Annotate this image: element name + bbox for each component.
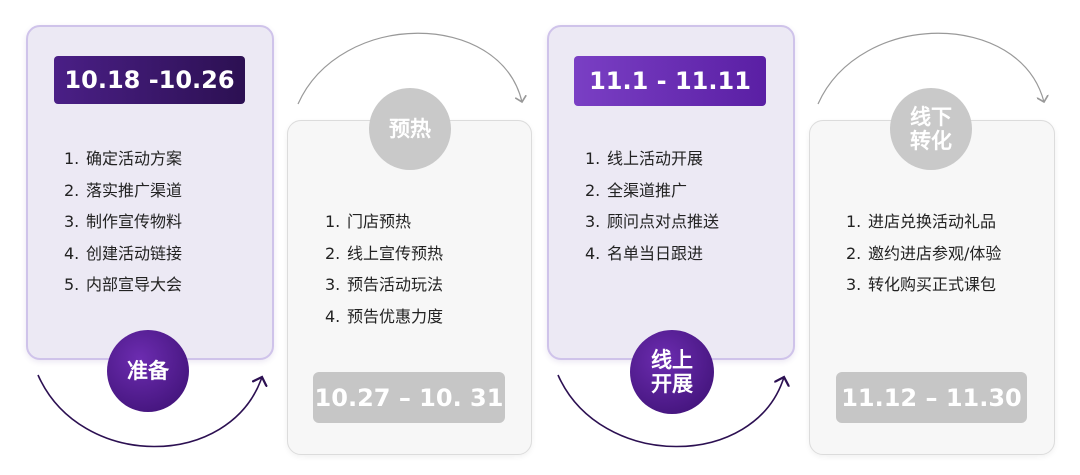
arc-top-2 bbox=[297, 32, 522, 105]
stage-list-warmup: 1.门店预热 2.线上宣传预热 3.预告活动玩法 4.预告优惠力度 bbox=[325, 206, 443, 332]
list-item: 1.确定活动方案 bbox=[64, 149, 183, 168]
list-item: 2.落实推广渠道 bbox=[64, 180, 183, 200]
stage-circle-online: 线上 开展 bbox=[630, 330, 714, 414]
list-item: 1.门店预热 bbox=[325, 212, 412, 231]
stage-circle-prep: 准备 bbox=[107, 330, 189, 412]
list-item: 3.预告活动玩法 bbox=[325, 275, 444, 294]
list-item: 4.创建活动链接 bbox=[64, 243, 183, 263]
list-item: 1.进店兑换活动礼品 bbox=[846, 212, 997, 231]
list-item: 3.制作宣传物料 bbox=[64, 212, 183, 231]
arc-bottom-3 bbox=[557, 374, 784, 448]
list-item: 2.线上宣传预热 bbox=[325, 243, 444, 263]
stage-circle-offline: 线下 转化 bbox=[890, 88, 972, 170]
arc-top-4 bbox=[817, 32, 1044, 105]
stage-date-offline: 11.12 – 11.30 bbox=[836, 372, 1027, 423]
list-item: 3.顾问点对点推送 bbox=[585, 212, 720, 231]
stage-date-prep: 10.18 -10.26 bbox=[54, 56, 245, 104]
list-item: 2.全渠道推广 bbox=[585, 180, 688, 200]
stage-date-online: 11.1 - 11.11 bbox=[574, 56, 766, 106]
list-item: 2.邀约进店参观/体验 bbox=[846, 243, 1002, 263]
list-item: 3.转化购买正式课包 bbox=[846, 275, 997, 294]
list-item: 4.预告优惠力度 bbox=[325, 306, 444, 326]
stage-list-offline: 1.进店兑换活动礼品 2.邀约进店参观/体验 3.转化购买正式课包 bbox=[846, 206, 1001, 301]
list-item: 1.线上活动开展 bbox=[585, 149, 704, 168]
list-item: 5.内部宣导大会 bbox=[64, 275, 183, 294]
stage-list-online: 1.线上活动开展 2.全渠道推广 3.顾问点对点推送 4.名单当日跟进 bbox=[585, 143, 719, 269]
stage-date-warmup: 10.27 – 10. 31 bbox=[313, 372, 505, 423]
list-item: 4.名单当日跟进 bbox=[585, 243, 704, 263]
stage-circle-warmup: 预热 bbox=[369, 88, 451, 170]
stage-list-prep: 1.确定活动方案 2.落实推广渠道 3.制作宣传物料 4.创建活动链接 5.内部… bbox=[64, 143, 182, 301]
arc-bottom-1 bbox=[37, 374, 262, 448]
